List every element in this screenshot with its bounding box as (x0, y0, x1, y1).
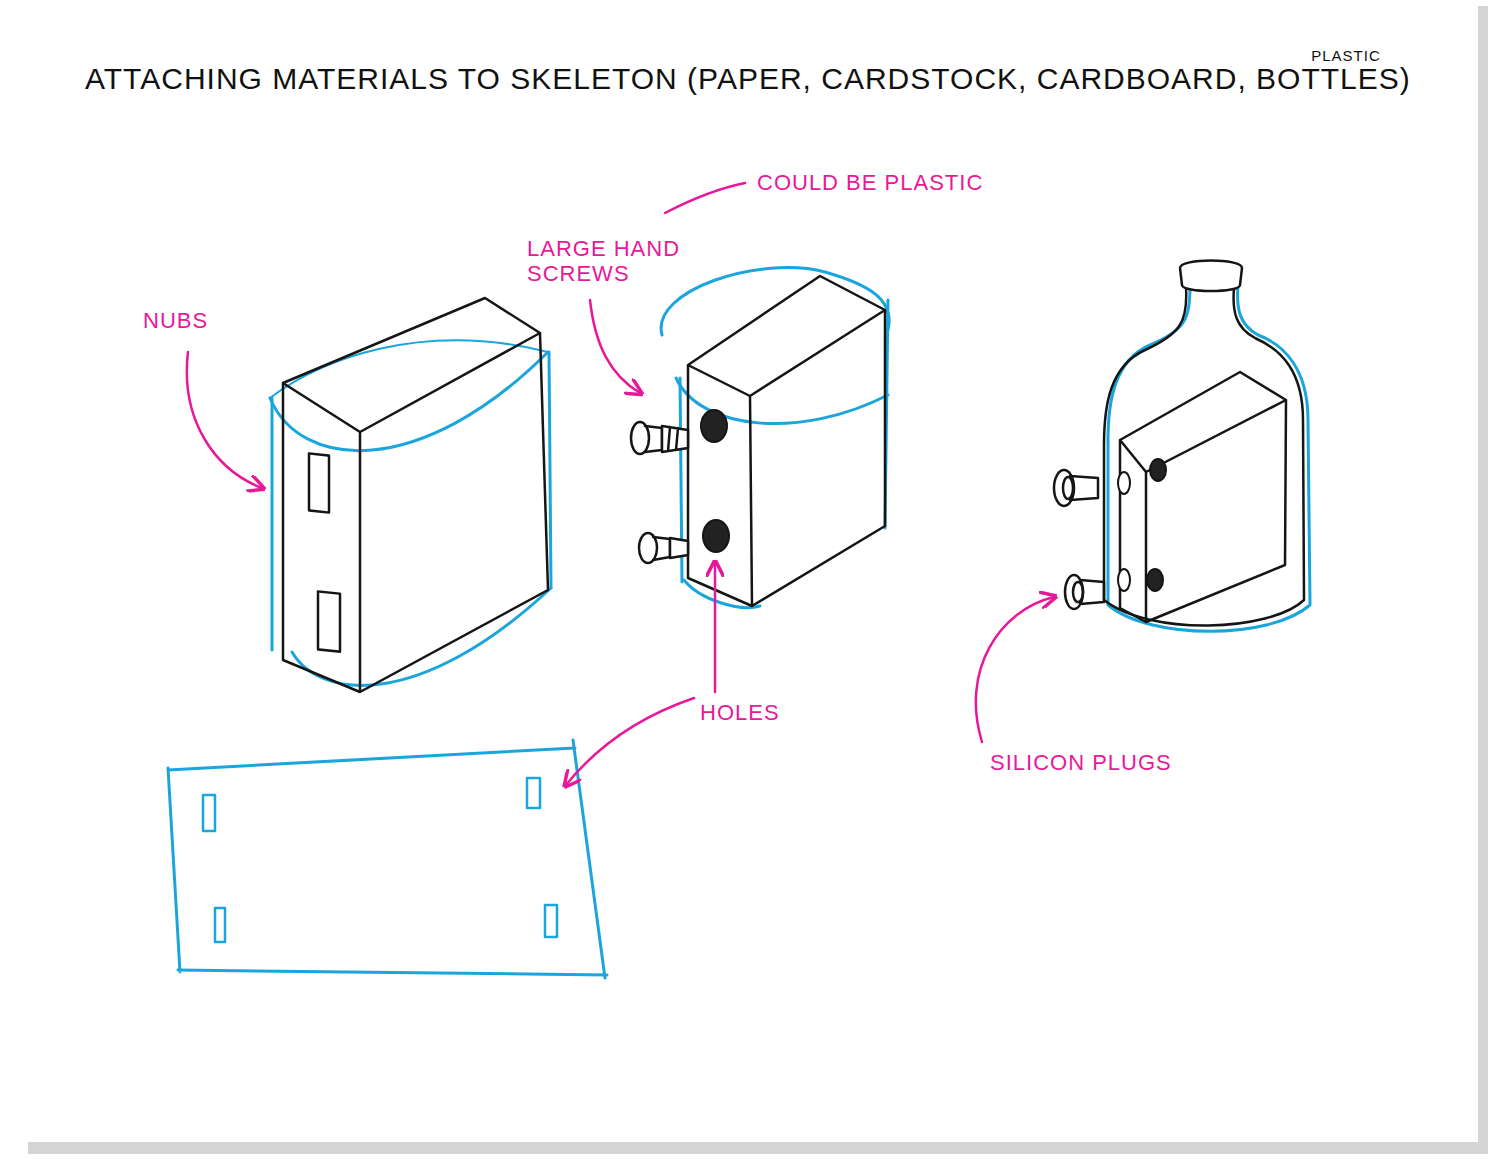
leader-lines (187, 183, 1054, 785)
blue-wrap (680, 300, 888, 582)
hole (1147, 569, 1163, 591)
leader-line (187, 352, 262, 488)
blue-wrap (292, 588, 551, 685)
slot (203, 795, 215, 831)
bottle-outline (1104, 288, 1304, 626)
silicon-plug (1065, 575, 1104, 609)
skeleton-box (283, 298, 548, 692)
bottle-hole (1118, 569, 1130, 591)
box-with-nubs (270, 298, 551, 692)
inserted-word: PLASTIC (1311, 47, 1381, 64)
flat-sheet (168, 740, 607, 978)
slot (527, 778, 540, 808)
silicon-plug (1054, 470, 1098, 506)
callout-label: HOLES (700, 700, 780, 725)
skeleton-box (1120, 372, 1286, 622)
callout-label: COULD BE PLASTIC (757, 170, 983, 195)
blue-wrap (272, 352, 551, 650)
leader-line (590, 300, 640, 393)
callout-label: NUBS (143, 308, 208, 333)
blue-wrap (270, 340, 548, 398)
slot (215, 908, 225, 942)
bottle-with-plugs (1054, 261, 1310, 632)
blue-wrap (661, 268, 889, 335)
callout-label: LARGE HAND SCREWS (527, 236, 692, 287)
nub (309, 453, 329, 512)
nub (318, 591, 340, 651)
paper-sheet (20, 0, 1478, 1142)
hand-screw (639, 533, 688, 563)
skeleton-box (688, 276, 885, 606)
callout-label: SILICON PLUGS (990, 750, 1172, 775)
hole (703, 520, 729, 552)
bottle-hole (1118, 472, 1130, 494)
box-with-screws (631, 268, 889, 608)
leader-line (665, 183, 745, 213)
blue-bottle (1108, 285, 1310, 631)
hole (701, 410, 727, 442)
hand-screw (631, 422, 688, 454)
slot (545, 905, 557, 937)
hole (1150, 459, 1166, 481)
leader-line (714, 563, 717, 692)
leader-line (976, 597, 1054, 742)
bottle-cap (1180, 261, 1242, 292)
leader-line (566, 698, 694, 785)
blue-sheet (168, 740, 607, 978)
sketch-title: ATTACHING MATERIALS TO SKELETON (PAPER, … (85, 62, 1411, 95)
